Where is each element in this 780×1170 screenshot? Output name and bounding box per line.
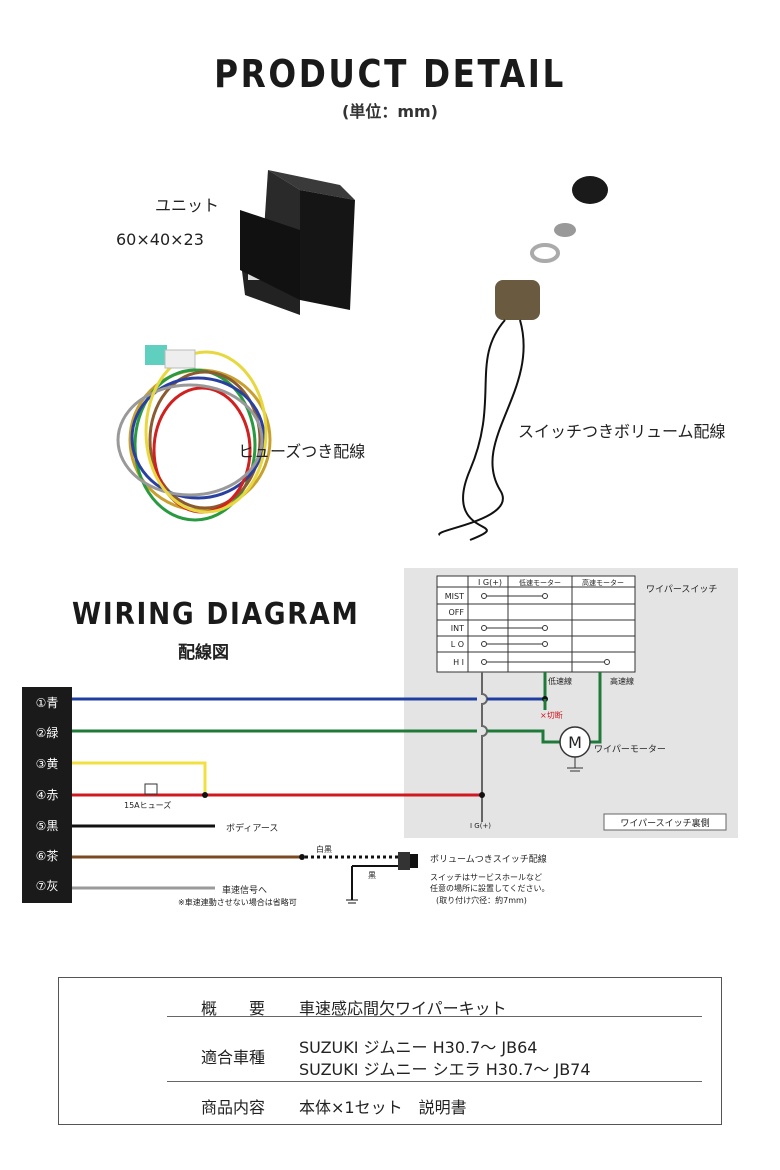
ig-line [481,672,488,822]
wire-label-blue: ①青 [36,696,59,710]
body-ground-label: ボディアース [226,822,278,834]
product-photo [116,170,608,541]
fuse-icon [144,783,158,795]
switch-harness-label: スイッチつきボリューム配線 [518,422,726,441]
green-wire [72,729,560,744]
table-header-low: 低速モーター [519,578,561,587]
wire-label-brown: ⑥茶 [36,848,59,863]
table-header-high: 高速モーター [582,578,624,587]
yellow-wire [72,761,207,795]
wire-label-column [22,687,72,903]
fuse-label: 15Aヒューズ [124,800,171,810]
svg-text:M: M [568,733,582,752]
switch-table: I G(+) 低速モーター 高速モーター MIST OFF INT L O H … [436,575,636,673]
wiper-switch-label: ワイパースイッチ [646,584,717,595]
high-line-label: 高速線 [610,676,634,686]
wire-label-red: ④赤 [36,788,59,802]
wiring-diagram: I G(+) 低速モーター 高速モーター MIST OFF INT L O H … [22,568,738,907]
install-note-3: (取り付け穴径：約7mm) [436,895,527,905]
page-title: PRODUCT DETAIL [214,52,566,96]
black-label: 黒 [368,871,376,880]
volume-switch-illustration [438,176,608,541]
ig-label: I G(+) [470,822,491,830]
unit-box-illustration [240,170,355,315]
install-note-2: 任意の場所に設置してください。 [430,883,550,893]
high-speed-line [590,672,602,744]
wiring-subtitle: 配線図 [178,643,229,663]
spec-key: 適合車種 [200,1048,265,1067]
motor-label: ワイパーモーター [594,744,666,755]
wiring-title: WIRING DIAGRAM [72,597,360,632]
wire-label-black: ⑤黒 [36,819,59,833]
wire-label-yellow: ③黄 [36,757,59,771]
volume-switch-label: ボリュームつきスイッチ配線 [430,853,547,865]
fuse-harness-label: ヒューズつき配線 [238,442,366,461]
spec-value: SUZUKI ジムニー シエラ H30.7～ JB74 [299,1060,591,1079]
spec-key: 商品内容 [200,1098,265,1117]
table-header-ig: I G(+) [478,578,502,587]
unit-note: (単位：mm) [342,102,438,121]
install-note-1: スイッチはサービスホールなど [430,873,542,882]
wire-label-gray: ⑦灰 [36,879,59,893]
spec-value: 車速感応間欠ワイパーキット [299,999,507,1018]
table-row-mist: MIST [445,592,464,601]
vehicle-speed-label: 車速信号へ [222,884,267,896]
table-row-hi: H I [453,658,464,667]
vehicle-speed-note: ※車速連動させない場合は省略可 [178,897,297,907]
switch-connector [398,852,410,870]
table-row-off: OFF [449,608,465,617]
spec-value: 本体×1セット 説明書 [299,1098,467,1117]
white-black-label: 白黒 [316,844,332,854]
spec-value: SUZUKI ジムニー H30.7～ JB64 [299,1038,538,1057]
unit-label: ユニット [155,196,220,215]
spec-table: 概 要 車速感応間欠ワイパーキット 適合車種 SUZUKI ジムニー H30.7… [58,977,722,1125]
cut-label: ×切断 [540,710,563,720]
wire-label-green: ②緑 [36,725,59,740]
spec-key: 概 要 [200,999,265,1018]
backside-label: ワイパースイッチ裏側 [620,817,709,829]
table-row-int: INT [451,624,464,633]
unit-size: 60×40×23 [116,230,204,249]
fuse-harness-illustration [116,345,272,522]
table-row-lo: L O [451,640,464,649]
low-line-label: 低速線 [548,676,572,686]
